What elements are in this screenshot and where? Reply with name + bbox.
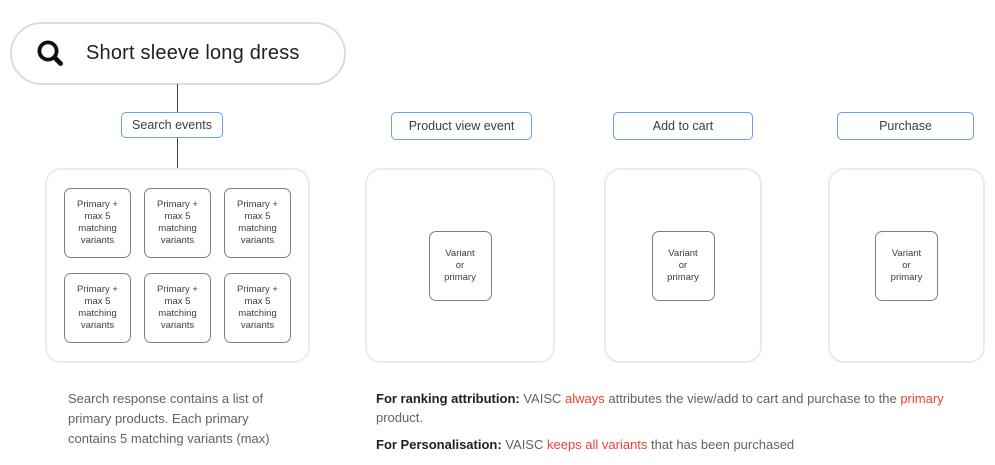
note-segment: primary	[900, 391, 944, 406]
personalisation-note: For Personalisation: VAISC keeps all var…	[376, 435, 988, 454]
primary-variants-box: Primary + max 5 matching variants	[64, 188, 131, 258]
variant-or-primary-box: Variant or primary	[875, 230, 938, 301]
event-label-search-events: Search events	[121, 112, 223, 138]
variant-or-primary-box: Variant or primary	[428, 230, 492, 301]
note-segment: attributes the view/add to cart and purc…	[604, 391, 901, 406]
product-view-container: Variant or primary	[365, 168, 555, 363]
note-segment: VAISC	[501, 437, 547, 452]
search-bar: Short sleeve long dress	[10, 22, 346, 85]
note-segment: VAISC	[519, 391, 565, 406]
primary-variants-box: Primary + max 5 matching variants	[224, 273, 291, 343]
connector-line	[177, 138, 178, 168]
note-segment: product.	[376, 410, 423, 425]
primary-variants-box: Primary + max 5 matching variants	[144, 273, 211, 343]
note-segment: always	[565, 391, 605, 406]
search-response-note: Search response contains a list of prima…	[68, 391, 270, 446]
add-to-cart-container: Variant or primary	[604, 168, 762, 363]
attribution-notes: For ranking attribution: VAISC always at…	[376, 389, 988, 454]
primary-variants-box: Primary + max 5 matching variants	[64, 273, 131, 343]
search-query: Short sleeve long dress	[86, 42, 300, 64]
search-icon	[37, 39, 64, 66]
primary-variants-box: Primary + max 5 matching variants	[144, 188, 211, 258]
connector-line	[177, 84, 178, 112]
purchase-container: Variant or primary	[828, 168, 985, 363]
variant-or-primary-box: Variant or primary	[651, 230, 715, 301]
primary-variants-box: Primary + max 5 matching variants	[224, 188, 291, 258]
event-label-add-to-cart: Add to cart	[613, 112, 753, 140]
note-segment: For ranking attribution:	[376, 391, 520, 406]
event-label-purchase: Purchase	[837, 112, 974, 140]
note-segment: that has been purchased	[647, 437, 795, 452]
ranking-attribution-note: For ranking attribution: VAISC always at…	[376, 389, 988, 427]
note-segment: keeps all variants	[546, 437, 648, 452]
search-events-container: Primary + max 5 matching variants Primar…	[45, 168, 310, 363]
note-segment: For Personalisation:	[376, 437, 502, 452]
event-label-product-view: Product view event	[391, 112, 532, 140]
